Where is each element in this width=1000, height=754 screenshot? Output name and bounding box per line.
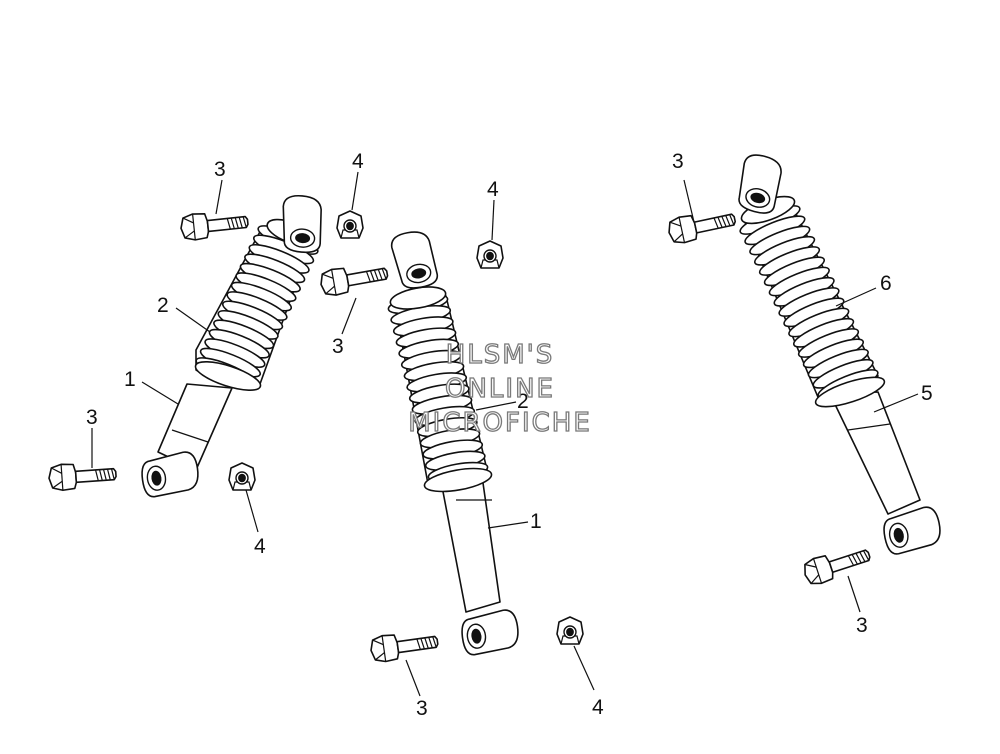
right-spring [739,195,886,408]
part-number-labels: 3 4 2 1 3 4 4 3 2 1 3 4 3 6 5 3 [86,150,933,720]
nut-mid-top [476,240,504,269]
label-left-spring: 2 [157,294,169,317]
bolt-left-top [178,207,250,243]
bolt-mid-bottom [368,627,440,665]
label-right-spring: 6 [880,272,892,295]
label-left-bolt-top: 3 [214,158,226,181]
nut-left-top [336,210,364,239]
middle-spring [387,286,493,493]
label-mid-nut-bottom: 4 [592,696,604,719]
leader-lines [91,171,919,697]
label-mid-nut-top: 4 [487,178,499,201]
label-right-body: 5 [921,382,933,405]
label-mid-body: 1 [530,510,542,533]
nut-left-bottom [228,462,256,491]
label-right-bolt-bottom: 3 [856,614,868,637]
middle-shock-absorber [387,228,522,657]
label-mid-bolt-bottom: 3 [416,697,428,720]
label-left-bolt-bottom: 3 [86,406,98,429]
bolt-right-top [665,205,739,247]
nut-mid-bottom [556,616,584,645]
label-left-body: 1 [124,368,136,391]
bolt-left-bottom [47,459,118,492]
label-right-bolt-top: 3 [672,150,684,173]
label-left-nut-bottom: 4 [254,535,266,558]
left-shock-absorber [138,193,325,499]
label-mid-spring: 2 [517,390,529,413]
bolt-right-bottom [800,541,874,589]
bolt-mid-top [317,259,391,299]
label-mid-bolt-top: 3 [332,335,344,358]
label-left-nut-top: 4 [352,150,364,173]
right-shock-absorber [732,150,945,557]
